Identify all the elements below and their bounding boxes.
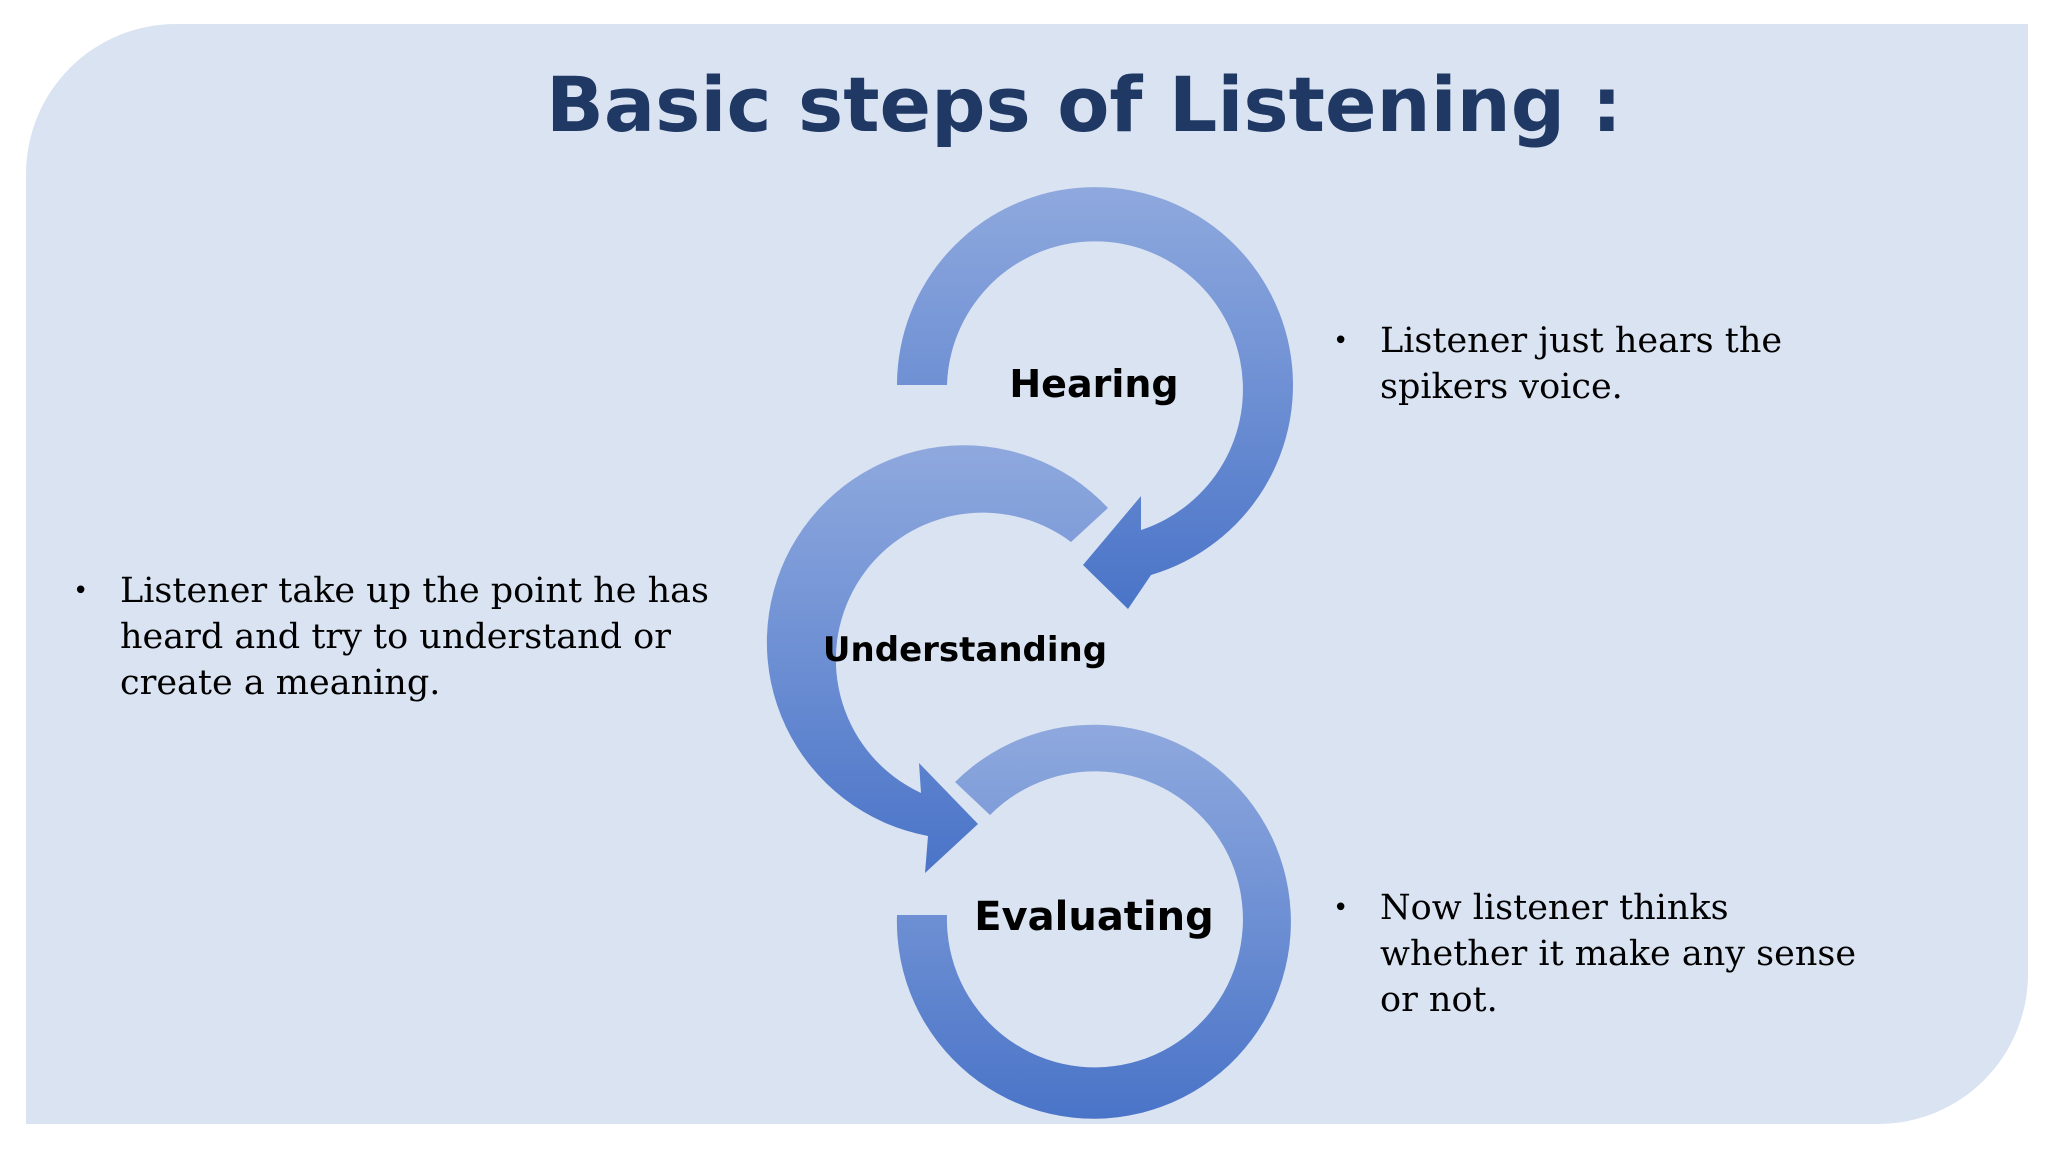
slide-title: Basic steps of Listening : bbox=[545, 60, 1623, 149]
step-label-hearing: Hearing bbox=[1009, 362, 1178, 406]
hearing-note: • Listener just hears the spikers voice. bbox=[1333, 318, 1873, 410]
understanding-note-text: Listener take up the point he has heard … bbox=[120, 571, 709, 703]
evaluating-note: • Now listener thinks whether it make an… bbox=[1333, 885, 1873, 1023]
understanding-arrow bbox=[766, 445, 1108, 873]
evaluating-note-text: Now listener thinks whether it make any … bbox=[1380, 888, 1857, 1020]
step-label-understanding: Understanding bbox=[823, 630, 1107, 670]
hearing-note-text: Listener just hears the spikers voice. bbox=[1380, 321, 1783, 407]
bullet-dot: • bbox=[73, 576, 89, 606]
understanding-note: • Listener take up the point he has hear… bbox=[73, 568, 753, 706]
step-label-evaluating: Evaluating bbox=[974, 894, 1214, 940]
hearing-arrow bbox=[897, 187, 1293, 610]
bullet-dot: • bbox=[1333, 326, 1349, 356]
bullet-dot: • bbox=[1333, 893, 1349, 923]
